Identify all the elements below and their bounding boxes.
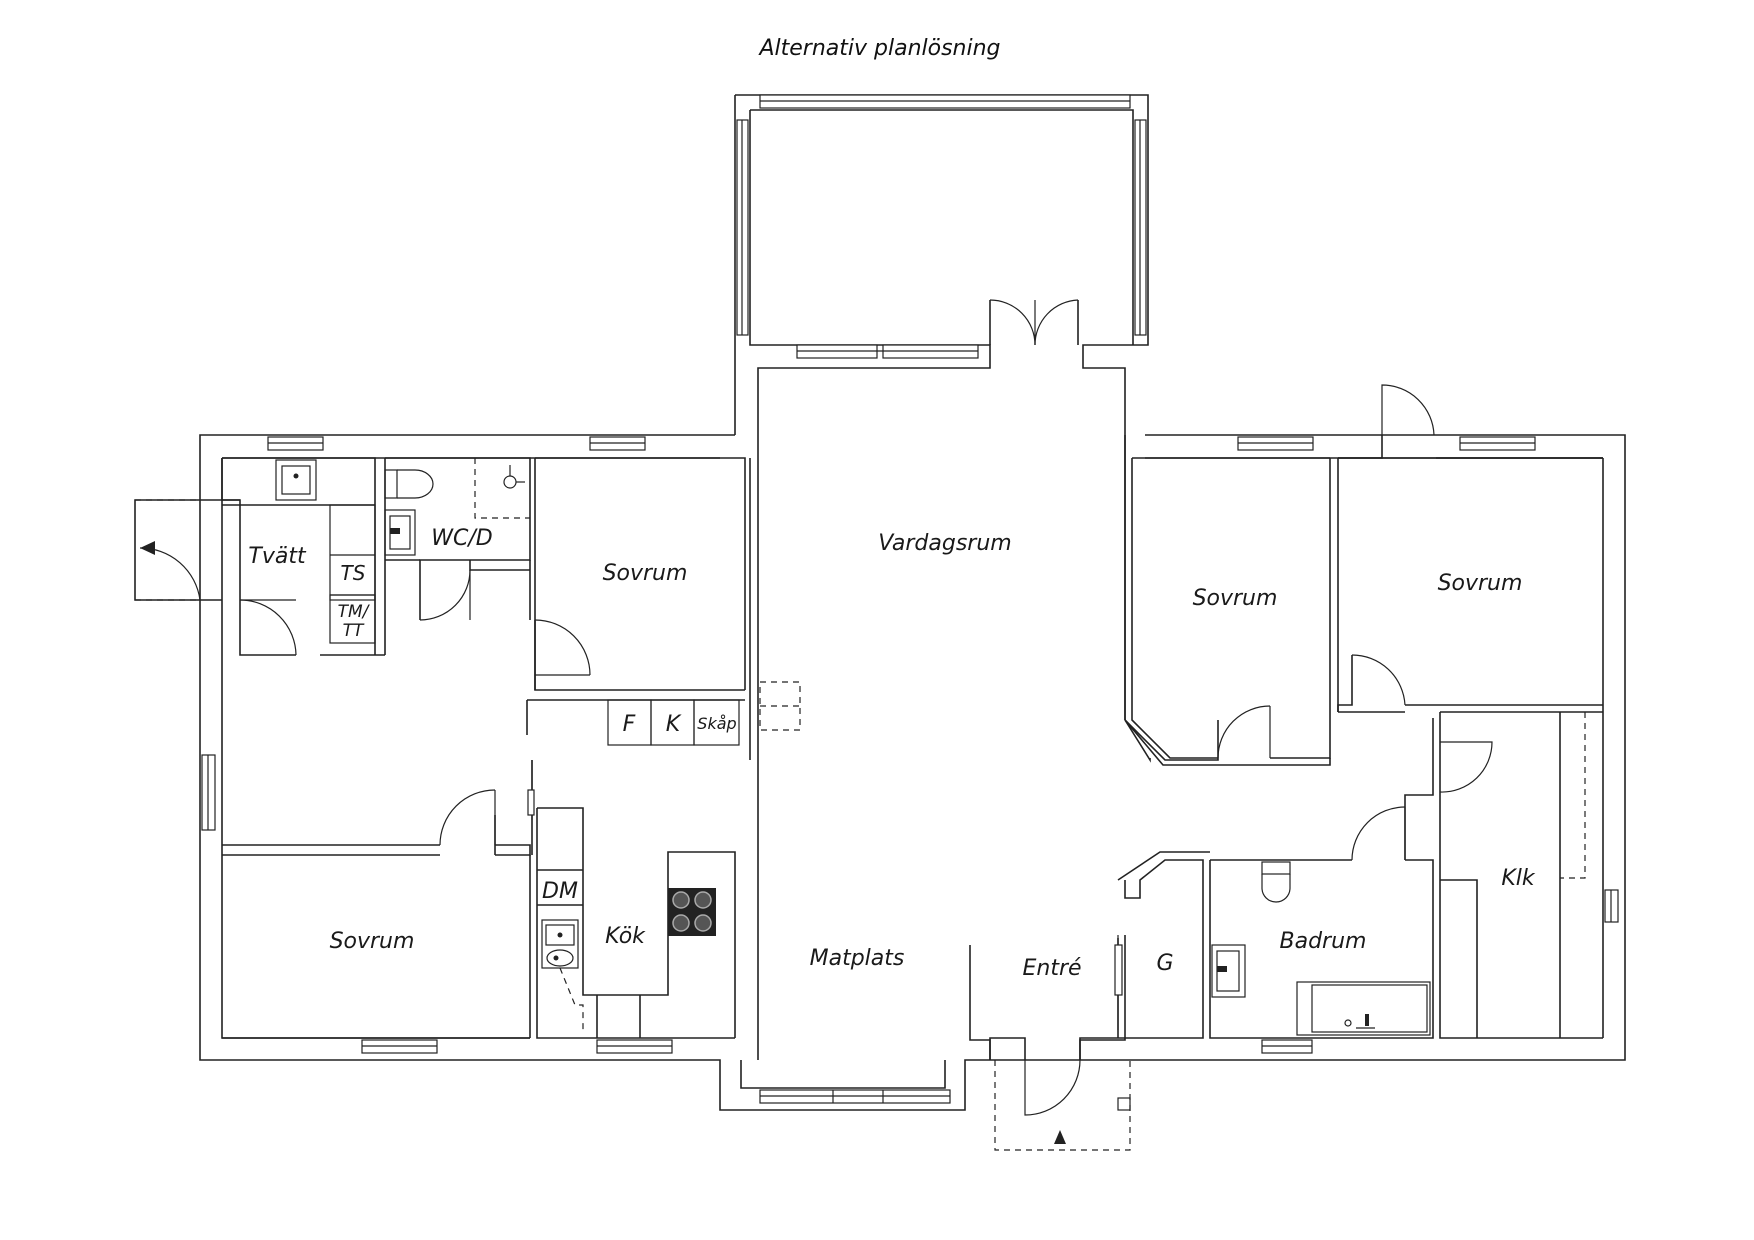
kitchen-walls: [536, 807, 736, 1039]
label-tm: TM/: [338, 602, 371, 622]
room-label-matplats: Matplats: [810, 946, 905, 971]
sovrum-4-walls: [1337, 435, 1603, 713]
laundry-door: [239, 569, 471, 656]
sovrum-3-door: [1217, 705, 1271, 759]
sovrum-4-door: [1351, 654, 1406, 706]
sovrum-2-door: [439, 789, 496, 846]
window-matplats: [759, 1089, 951, 1104]
window-sovrum-2: [361, 1039, 438, 1054]
closet-g-door: [1114, 935, 1123, 1030]
label-skap: Skåp: [697, 714, 736, 733]
badrum-door: [1351, 806, 1406, 861]
wc-toilet: [384, 469, 434, 499]
room-label-entre: Entré: [1022, 956, 1081, 981]
klk-walls: [1439, 711, 1603, 1039]
badrum-walls: [1209, 718, 1434, 1039]
label-dm: DM: [542, 879, 578, 904]
laundry-walls: [134, 457, 531, 656]
laundry-sink: [275, 459, 317, 501]
room-label-sovrum-3: Sovrum: [1193, 586, 1278, 611]
window-klk: [1604, 889, 1619, 923]
dashed-closet: [759, 681, 801, 731]
wc-sink: [384, 509, 416, 556]
laundry-appliances: [329, 504, 376, 644]
badrum-sink: [1211, 944, 1246, 998]
window-left-wall: [201, 754, 216, 831]
label-f: F: [623, 712, 636, 737]
room-label-sovrum-2: Sovrum: [330, 929, 415, 954]
klk-door: [1439, 741, 1493, 793]
fridge-freezer-cabinets: [526, 699, 745, 746]
window-sovrum-3: [1237, 436, 1314, 451]
room-label-klk: Klk: [1501, 866, 1536, 891]
room-label-sovrum-1: Sovrum: [603, 561, 688, 586]
sovrum-1-door: [534, 619, 591, 676]
sovrum-4-outer-door: [1381, 384, 1435, 436]
entre-door: [994, 1059, 1131, 1151]
uterum-walls: [734, 94, 1149, 435]
window-badrum: [1261, 1039, 1313, 1054]
kitchen-sink: [541, 919, 584, 1030]
uterum-windows: [736, 94, 1147, 359]
room-label-kok: Kök: [605, 924, 646, 949]
sovrum-3-walls: [1124, 457, 1603, 766]
window-sovrum-4: [1459, 436, 1536, 451]
label-ts: TS: [341, 561, 366, 585]
room-label-wcd: WC/D: [431, 526, 492, 551]
kitchen-door-left: [527, 760, 535, 820]
klk-dashed-shelf: [1560, 712, 1586, 879]
label-tt: TT: [343, 621, 365, 641]
room-label-sovrum-4: Sovrum: [1438, 571, 1523, 596]
window-sovrum-1: [589, 436, 646, 451]
badrum-bathtub: [1296, 981, 1431, 1036]
uterum-double-door: [989, 299, 1079, 346]
left-hall-walls: [222, 760, 533, 1039]
wc-shower: [474, 458, 530, 519]
sovrum-1-walls: [534, 457, 751, 760]
label-k: K: [666, 712, 682, 737]
window-tvatt: [267, 436, 324, 451]
room-label-badrum: Badrum: [1280, 929, 1367, 954]
room-label-g: G: [1156, 951, 1173, 976]
badrum-toilet: [1261, 861, 1291, 903]
window-kitchen: [596, 1039, 673, 1054]
kitchen-stove: [668, 888, 716, 936]
room-label-tvatt: Tvätt: [248, 544, 307, 569]
room-label-vardagsrum: Vardagsrum: [878, 531, 1011, 556]
exterior-laundry-door: [135, 499, 201, 601]
plan-title: Alternativ planlösning: [757, 36, 1000, 61]
